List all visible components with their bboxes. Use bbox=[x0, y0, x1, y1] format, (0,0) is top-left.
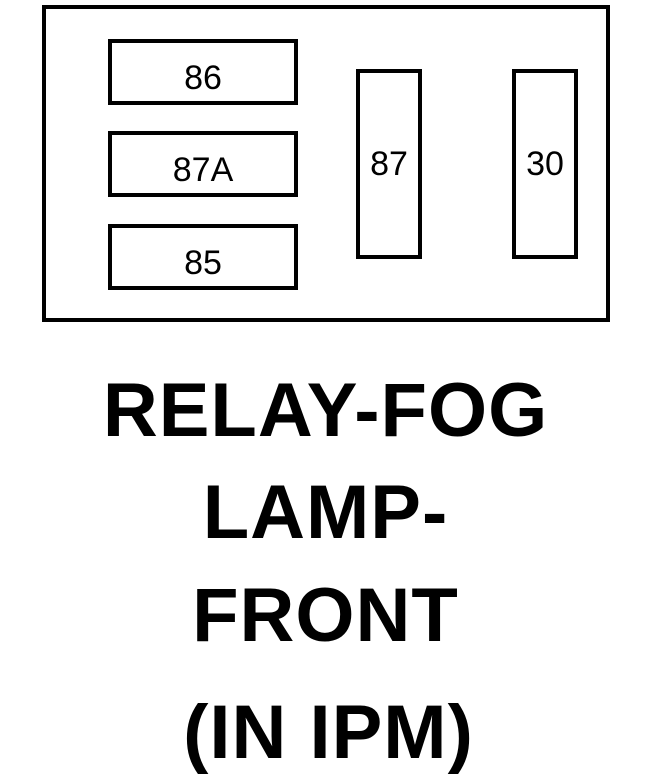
pin-86-label: 86 bbox=[184, 59, 222, 97]
caption-line-4: (IN IPM) bbox=[183, 690, 474, 775]
pin-85-label: 85 bbox=[184, 244, 222, 282]
relay-body-outline: 86 87A 85 87 30 bbox=[42, 5, 610, 322]
caption-line-2: LAMP- bbox=[202, 470, 449, 555]
pin-87a-terminal: 87A bbox=[108, 131, 298, 197]
pin-30-terminal: 30 bbox=[512, 69, 578, 259]
pin-87a-label: 87A bbox=[172, 151, 234, 189]
pin-87-terminal: 87 bbox=[356, 69, 422, 259]
caption-line-3: FRONT bbox=[192, 573, 459, 658]
caption-line-1: RELAY-FOG bbox=[102, 368, 549, 453]
pin-86-terminal: 86 bbox=[108, 39, 298, 105]
pin-87-label: 87 bbox=[370, 145, 408, 183]
pin-85-terminal: 85 bbox=[108, 224, 298, 290]
pin-30-label: 30 bbox=[526, 145, 564, 183]
